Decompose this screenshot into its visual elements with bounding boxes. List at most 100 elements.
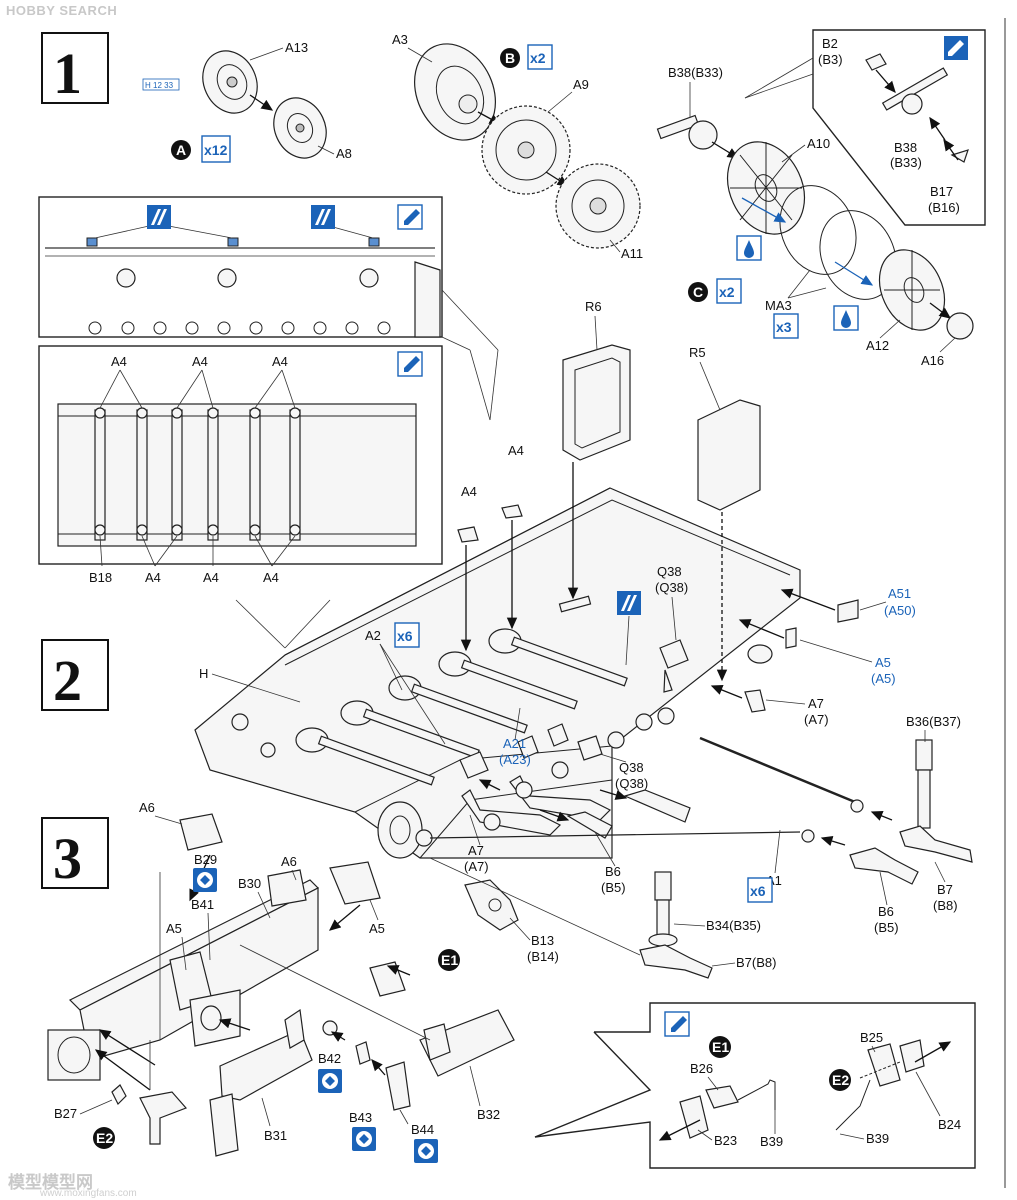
subassembly-e1-badge: E1 — [438, 949, 460, 971]
label-q38: Q38 — [657, 564, 682, 579]
label-b43: B43 — [349, 1110, 372, 1125]
subassembly-e2-detail-letter: E2 — [832, 1072, 849, 1088]
cement-brush-icon — [397, 351, 423, 377]
label-a12: A12 — [866, 338, 889, 353]
label-a7: A7 — [468, 843, 484, 858]
label-q38-alt: (Q38) — [615, 776, 648, 791]
subassembly-e1-letter: E1 — [441, 952, 458, 968]
label-a5-alt: (A5) — [871, 671, 896, 686]
part-a4 — [457, 526, 479, 652]
optional-part-icon — [193, 868, 217, 892]
torsion-bar-a1 — [429, 736, 893, 847]
ma3-multiplier: x3 — [776, 319, 792, 335]
a2-multiplier-badge: x6 — [394, 622, 420, 648]
label-b5: (B5) — [601, 880, 626, 895]
label-a23: (A23) — [499, 752, 531, 767]
step-3: 3 — [41, 817, 109, 891]
label-b25: B25 — [860, 1030, 883, 1045]
optional-part-icon — [318, 1069, 342, 1093]
paint-icon — [617, 591, 641, 615]
hull-bottom-view-inset — [38, 345, 443, 567]
part-q38-lower — [577, 707, 675, 761]
label-b5: (B5) — [874, 920, 899, 935]
label-b34-b35: B34(B35) — [706, 918, 761, 933]
cement-brush-icon — [397, 204, 423, 230]
part-r5 — [697, 399, 761, 682]
label-a5: A5 — [369, 921, 385, 936]
subassembly-b-multiplier: x2 — [530, 50, 546, 66]
step-2-box — [41, 639, 109, 711]
label-b2: B2 — [822, 36, 838, 51]
label-a21: A21 — [503, 736, 526, 751]
step-1-box — [41, 32, 109, 104]
label-r6: R6 — [585, 299, 602, 314]
step-2: 2 — [41, 639, 109, 713]
suspension-arms-b6 — [415, 761, 691, 847]
subassembly-a-badge: A x12 — [171, 135, 231, 163]
label-a51: A51 — [888, 586, 911, 601]
hobby-search-logo: HOBBY SEARCH — [6, 3, 118, 18]
hole-reference-text: H 12 33 — [145, 81, 174, 90]
label-a4: A4 — [145, 570, 161, 585]
label-b26: B26 — [690, 1061, 713, 1076]
subassembly-c-multiplier: x2 — [719, 284, 735, 300]
part-a21 — [459, 723, 569, 779]
label-b41: B41 — [191, 897, 214, 912]
suspension-arm-b6-right — [849, 847, 919, 885]
hull-side-view-inset — [38, 196, 443, 338]
drive-sprocket-assembly — [413, 43, 641, 249]
label-b18: B18 — [89, 570, 112, 585]
label-a4: A4 — [111, 354, 127, 369]
label-a11: A11 — [621, 246, 643, 261]
shock-absorber-b36 — [899, 739, 973, 863]
label-a4: A4 — [461, 484, 477, 499]
part-r6 — [558, 344, 631, 613]
label-a4: A4 — [272, 354, 288, 369]
label-b7-b8: B7(B8) — [736, 955, 776, 970]
subassembly-c-badge: C x2 — [688, 278, 742, 304]
label-a4: A4 — [263, 570, 279, 585]
step-1: 1 — [41, 32, 109, 106]
part-b13 — [464, 879, 519, 931]
label-a6: A6 — [281, 854, 297, 869]
subassembly-c-letter: C — [693, 284, 703, 300]
paint-icon — [147, 205, 171, 229]
rear-hull-plate-assembly — [47, 813, 515, 1157]
glue-drop-icon — [833, 305, 859, 331]
label-b23: B23 — [714, 1133, 737, 1148]
label-a10: A10 — [807, 136, 830, 151]
part-q38 — [659, 639, 689, 693]
optional-part-icon — [352, 1127, 376, 1151]
label-b32: B32 — [477, 1107, 500, 1122]
watermark-site-name: 模型模型网 — [8, 1173, 93, 1192]
ma3-multiplier-badge: x3 — [773, 313, 799, 339]
idler-axle-detail-inset — [744, 29, 986, 226]
label-b39: B39 — [866, 1131, 889, 1146]
label-a5: A5 — [166, 921, 182, 936]
step-3-box — [41, 817, 109, 889]
subassembly-e1-detail-badge: E1 — [709, 1036, 731, 1058]
label-b31: B31 — [264, 1128, 287, 1143]
label-a50: (A50) — [884, 603, 916, 618]
label-b27: B27 — [54, 1106, 77, 1121]
label-a4: A4 — [203, 570, 219, 585]
label-a7: A7 — [808, 696, 824, 711]
subassembly-b-letter: B — [505, 50, 515, 66]
label-b38-detail: B38 — [894, 140, 917, 155]
label-a7-alt: (A7) — [464, 859, 489, 874]
label-a8: A8 — [336, 146, 352, 161]
label-b17: B17 — [930, 184, 953, 199]
label-b7: B7 — [937, 882, 953, 897]
part-a5 — [738, 619, 797, 664]
label-b44: B44 — [411, 1122, 434, 1137]
label-b6: B6 — [605, 864, 621, 879]
label-a4: A4 — [192, 354, 208, 369]
label-a7-alt: (A7) — [804, 712, 829, 727]
subassembly-b-badge: B x2 — [500, 44, 553, 70]
a1-multiplier-badge: x6 — [747, 877, 773, 903]
subassembly-e1-detail-letter: E1 — [712, 1039, 729, 1055]
part-a7 — [710, 685, 766, 713]
label-b36-b37: B36(B37) — [906, 714, 961, 729]
road-wheel-a13-a8 — [202, 50, 327, 159]
